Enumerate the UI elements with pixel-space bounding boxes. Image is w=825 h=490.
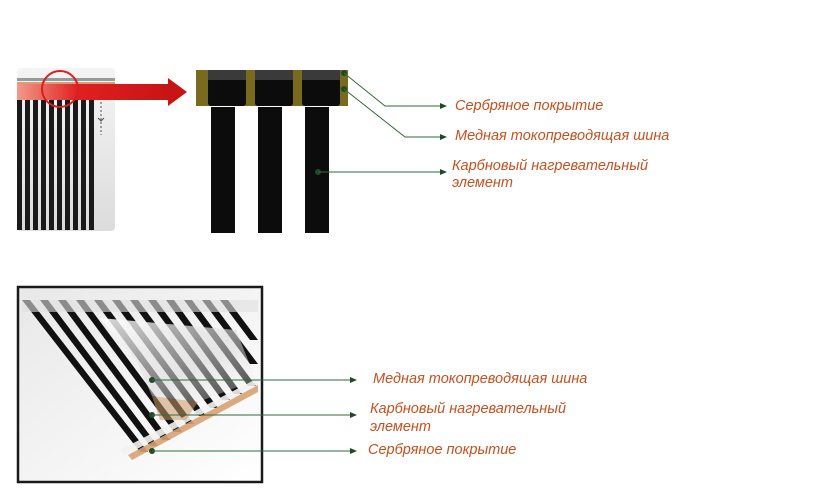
label-copper-bus-bottom: Медная токопреводящая шина — [373, 371, 588, 387]
label-carbon-element-bottom-line2: элемент — [370, 419, 431, 435]
label-silver-coating-top: Сербряное покрытие — [455, 98, 604, 114]
zoom-arrow — [17, 78, 187, 106]
label-carbon-element-bottom-line1: Карбновый нагревательный — [370, 401, 567, 417]
carbon-strip — [258, 107, 282, 233]
film-photo — [16, 285, 264, 484]
carbon-stripes-thumb — [17, 100, 94, 230]
label-carbon-element-top-line2: элемент — [452, 175, 513, 191]
carbon-strip — [211, 107, 235, 233]
label-carbon-element-top-line1: Карбновый нагревательный — [452, 158, 649, 174]
top-leader-lines — [315, 70, 447, 175]
film-thumbnail — [17, 68, 115, 231]
bottom-leader-lines — [149, 377, 357, 454]
label-silver-coating-bottom: Сербряное покрытие — [368, 442, 517, 458]
label-copper-bus-top: Медная токопреводящая шина — [455, 128, 670, 144]
enlarged-strip — [196, 70, 348, 233]
zoom-circle — [41, 70, 79, 108]
